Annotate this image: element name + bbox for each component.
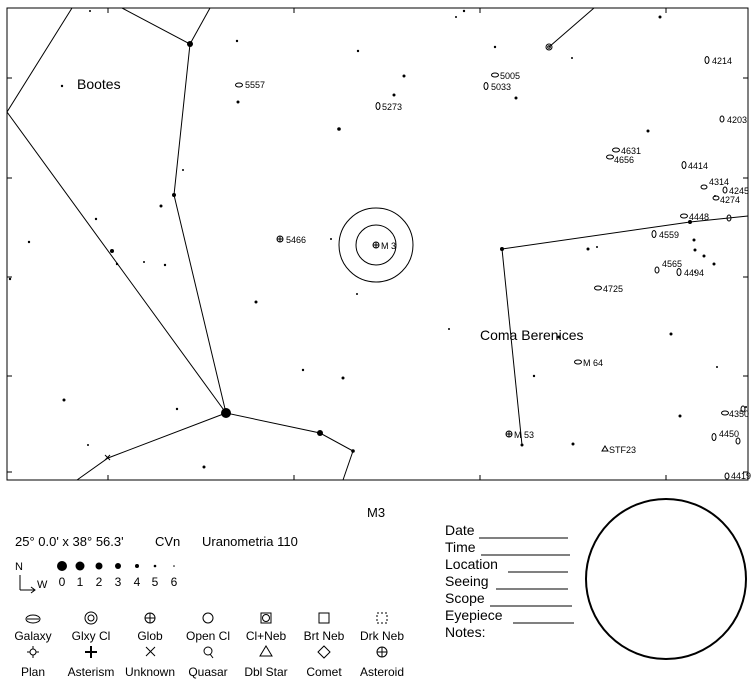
constellation-label-bootes: Bootes — [77, 76, 121, 92]
magnitude-label: 5 — [151, 575, 159, 589]
object-label: 4725 — [603, 284, 624, 294]
legend-asteroid-label: Asteroid — [359, 665, 405, 679]
object-label: 5033 — [491, 82, 512, 92]
magnitude-label: 2 — [95, 575, 103, 589]
magnitude-dots — [57, 561, 175, 571]
magnitude-label: 4 — [133, 575, 141, 589]
legend-galaxy-label: Galaxy — [14, 629, 52, 643]
log-underlines — [479, 537, 574, 624]
legend-comet-label: Comet — [306, 665, 342, 679]
object-label: 4656 — [614, 155, 635, 165]
object-label: 4350 — [729, 409, 750, 419]
compass-west-label: W — [37, 579, 48, 591]
object-label: M 3 — [381, 241, 397, 251]
object-label: 4494 — [684, 268, 705, 278]
legend-open-cluster-label: Open Cl — [185, 629, 231, 643]
object-label: 4631 — [621, 146, 642, 156]
constellation-label-coma-berenices: Coma Berenices — [480, 327, 584, 343]
field-size: 25° 0.0' x 38° 56.3' — [15, 534, 124, 549]
compass-icon — [19, 575, 36, 594]
deep-sky-objects — [104, 43, 746, 480]
object-label: 4565 — [662, 259, 683, 269]
legend-planetary-label: Plan — [20, 665, 46, 679]
legend-cluster-nebula-label: Cl+Neb — [245, 629, 287, 643]
object-label: 4314 — [709, 177, 730, 187]
legend-double-star-label: Dbl Star — [244, 665, 288, 679]
log-time-label: Time — [445, 539, 476, 555]
eyepiece-circle — [585, 498, 747, 660]
stars — [8, 9, 747, 469]
legend-unknown-label: Unknown — [124, 665, 176, 679]
log-eyepiece-label: Eyepiece — [445, 607, 503, 623]
object-label: 4419 — [731, 471, 752, 481]
object-label: M 64 — [583, 358, 604, 368]
object-label: 4214 — [712, 56, 733, 66]
object-label: 4450 — [719, 429, 740, 439]
object-label: 5557 — [245, 80, 266, 90]
log-seeing-label: Seeing — [445, 573, 489, 589]
magnitude-label: 1 — [76, 575, 84, 589]
field-circles — [338, 207, 414, 283]
legend-asterism-label: Asterism — [67, 665, 115, 679]
legend-globular-label: Glob — [137, 629, 163, 643]
legend-symbols — [25, 611, 388, 659]
object-label: 5273 — [382, 102, 403, 112]
log-location-label: Location — [445, 556, 498, 572]
compass-north-label: N — [15, 561, 23, 573]
object-label: 4559 — [659, 230, 680, 240]
object-label: 5005 — [500, 71, 521, 81]
object-label: 5466 — [286, 235, 307, 245]
atlas-reference: Uranometria 110 — [202, 534, 298, 549]
log-notes-label: Notes: — [445, 624, 486, 640]
object-label: M 53 — [514, 430, 535, 440]
magnitude-label: 0 — [58, 575, 66, 589]
magnitude-label: 3 — [114, 575, 122, 589]
legend-dark-nebula-label: Drk Neb — [359, 629, 405, 643]
chart-frame — [6, 7, 749, 481]
object-label: 4274 — [720, 195, 741, 205]
constellation-code: CVn — [155, 534, 181, 549]
object-label: 4203 — [727, 115, 748, 125]
object-label: 4448 — [689, 212, 710, 222]
object-label: STF23 — [609, 445, 637, 455]
object-label: 4245 — [729, 186, 750, 196]
magnitude-label: 6 — [170, 575, 178, 589]
frame-ticks — [7, 8, 748, 480]
log-date-label: Date — [445, 522, 475, 538]
legend-galaxy-cluster-label: Glxy Cl — [71, 629, 111, 643]
log-scope-label: Scope — [445, 590, 485, 606]
legend-quasar-label: Quasar — [188, 665, 228, 679]
object-label: 4414 — [688, 161, 709, 171]
chart-center-title: M3 — [367, 505, 386, 520]
legend-bright-nebula-label: Brt Neb — [303, 629, 345, 643]
